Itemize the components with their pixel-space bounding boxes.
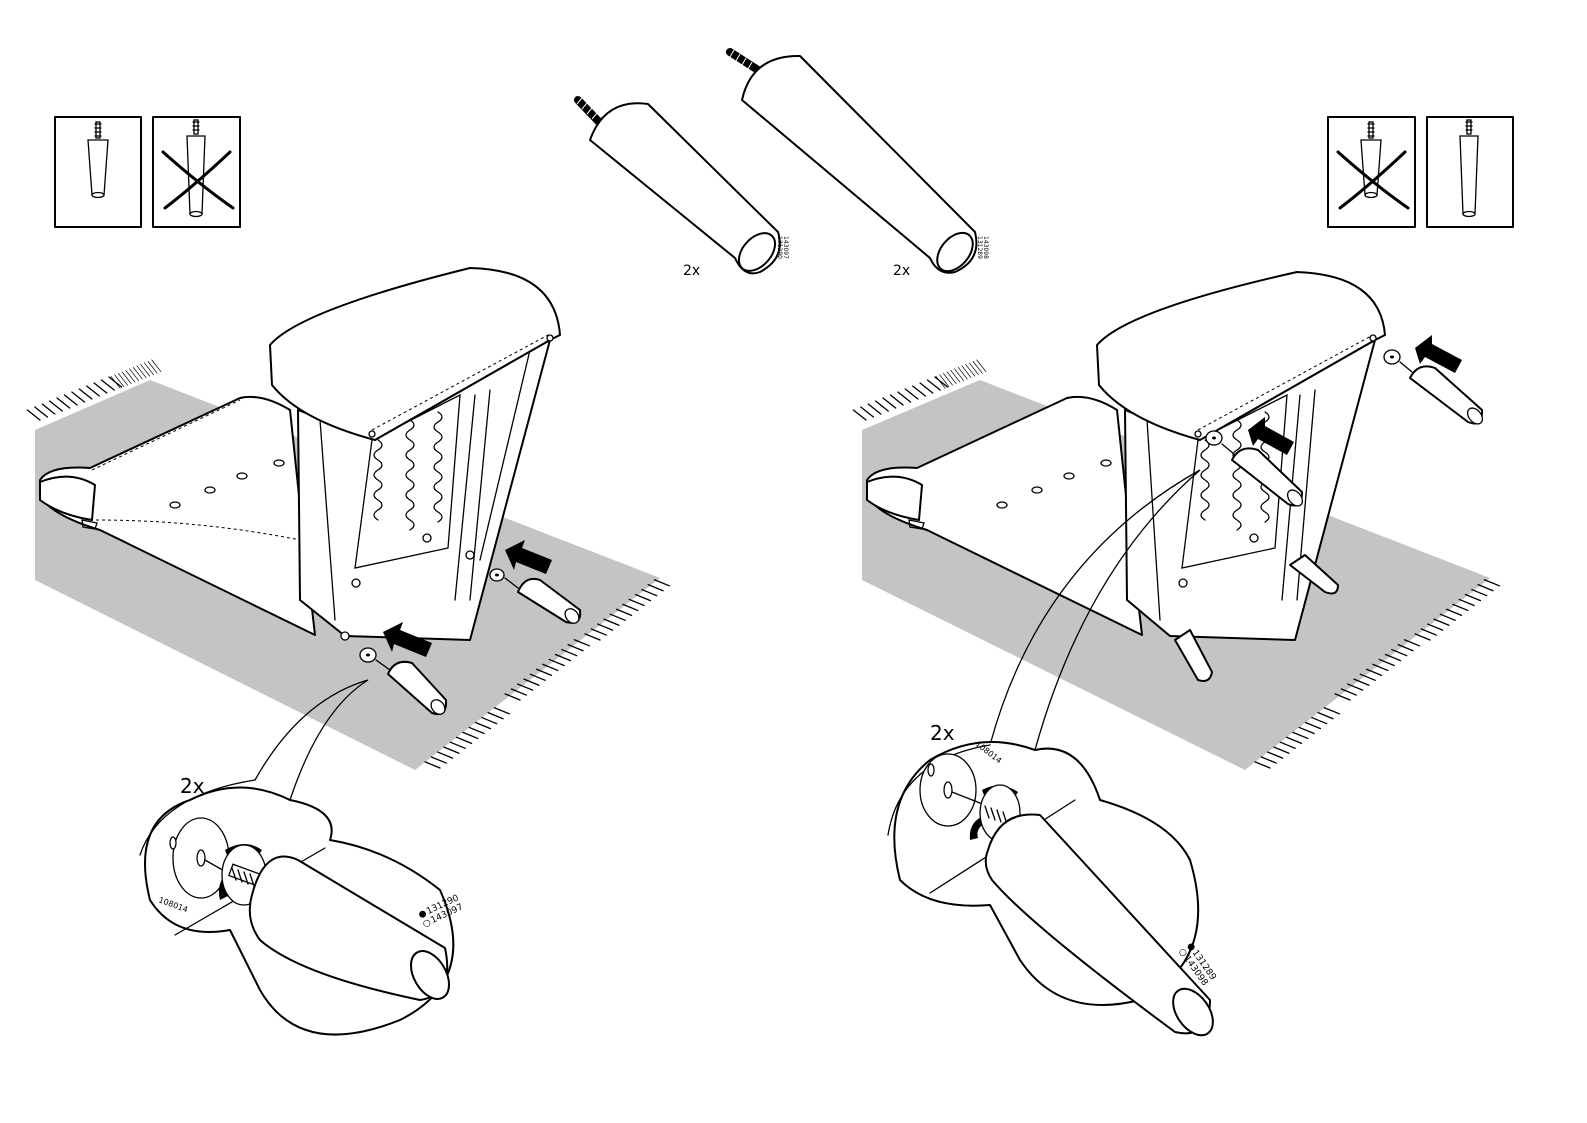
- parts-short-leg: 2x 131290 143097: [577, 98, 789, 279]
- detail-quantity-right: 2x: [930, 721, 955, 745]
- long-leg-incorrect-icon: [153, 117, 240, 227]
- left-assembly-step: 2x 108014 ● 131290 ○ 143097: [27, 268, 669, 1035]
- washer-icon: [490, 569, 504, 581]
- detail-callout-right: 2x 108014 ● 131289 ○ 143098: [888, 721, 1221, 1042]
- washer-icon: [1384, 350, 1400, 364]
- long-leg-quantity: 2x: [893, 263, 910, 279]
- detail-callout-left: 2x 108014 ● 131290 ○ 143097: [140, 774, 465, 1035]
- long-leg-part-number-outline: 143098: [982, 236, 989, 259]
- leg-rear-long: [1400, 362, 1485, 427]
- long-leg-correct-icon: [1427, 117, 1513, 227]
- washer-icon: [360, 648, 376, 662]
- detail-quantity-left: 2x: [180, 774, 205, 798]
- short-leg-quantity: 2x: [683, 263, 700, 279]
- short-leg-part-number-filled: 131290: [776, 236, 783, 259]
- leg-orientation-icons-left: [55, 117, 240, 227]
- washer-icon: [1206, 431, 1222, 445]
- short-leg-correct-icon: [55, 117, 141, 227]
- threaded-bolt-icon: [730, 50, 758, 70]
- washer-icon: [920, 754, 976, 826]
- short-leg-part-number-outline: 143097: [782, 236, 789, 259]
- right-assembly-step: 2x 108014 ● 131289 ○ 143098: [853, 272, 1499, 1042]
- threaded-bolt-icon: [577, 98, 601, 124]
- long-leg-part-number-filled: 131289: [976, 236, 983, 259]
- leg-orientation-icons-right: [1328, 117, 1513, 227]
- short-leg-incorrect-icon: [1328, 117, 1415, 227]
